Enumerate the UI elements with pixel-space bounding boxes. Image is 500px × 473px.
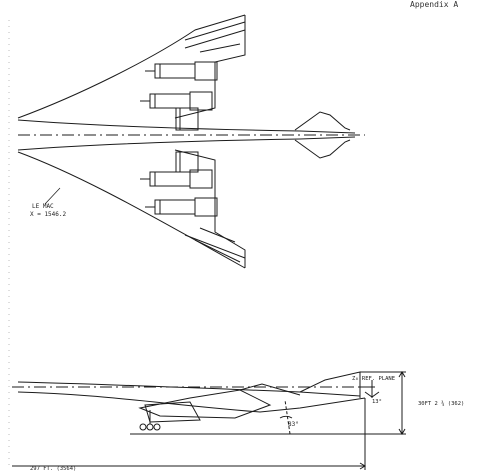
lower-stabilizer — [294, 139, 351, 159]
fuselage-outline — [17, 119, 356, 151]
le-mac-label: LE MAC — [32, 203, 54, 210]
le-mac-station: X = 1546.2 — [30, 211, 67, 218]
gear-angle-label: 83° — [288, 421, 299, 428]
tail-angle-label: 13° — [372, 399, 382, 405]
lower-wing-flap — [184, 227, 246, 263]
upper-stabilizer — [294, 111, 351, 131]
lower-wing-trailing-edge — [174, 149, 246, 268]
upper-engine-inner — [140, 91, 213, 111]
upper-main-gear — [175, 107, 199, 131]
upper-wing-trailing-edge — [174, 15, 246, 119]
side-wing — [138, 389, 272, 419]
height-dimension-label: 30FT 2 ¾ (362) — [418, 401, 464, 407]
side-vertical-tail — [299, 371, 361, 398]
appendix-label: Appendix A — [410, 0, 459, 9]
plan-view — [17, 14, 365, 269]
upper-engine-outer — [145, 61, 218, 81]
upper-wing-flap — [184, 21, 246, 53]
lower-engine-inner — [140, 169, 213, 189]
ref-plane-label: Z₀ REF. PLANE — [352, 376, 395, 382]
lower-engine-outer — [145, 197, 218, 217]
side-landing-gear — [139, 410, 161, 431]
lower-wing-leading-edge — [17, 151, 246, 269]
upper-wing-leading-edge — [17, 14, 246, 119]
side-engine-nacelle — [144, 401, 201, 423]
side-view — [12, 371, 406, 470]
lower-main-gear — [175, 151, 199, 173]
length-dimension-label: 297 FT. (3564) — [30, 466, 76, 472]
